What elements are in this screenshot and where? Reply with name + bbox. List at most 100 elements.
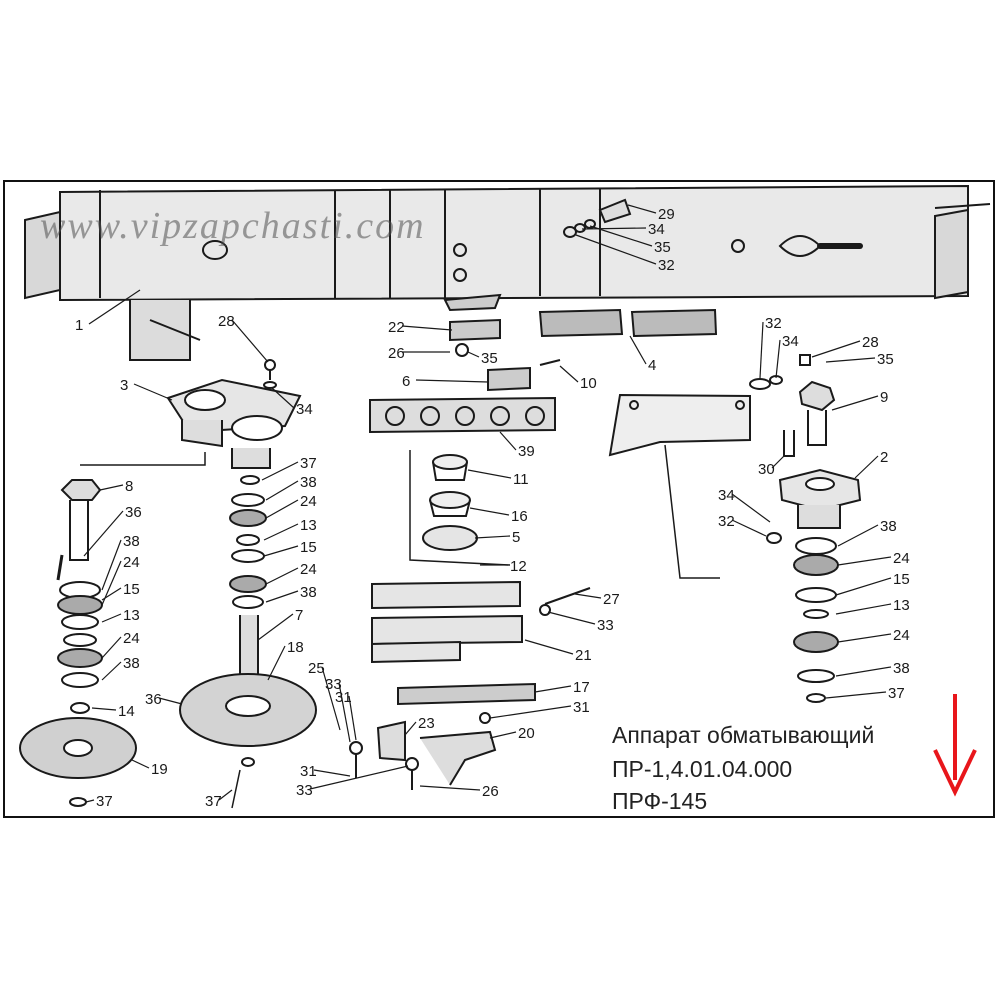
- callout-c38f: 38: [835, 660, 910, 677]
- leader-line: [629, 335, 647, 365]
- callout-number: 21: [575, 647, 592, 664]
- leader-line: [231, 319, 269, 363]
- callout-c29: 29: [627, 204, 675, 223]
- callout-c14: 14: [91, 703, 135, 720]
- callout-number: 13: [123, 607, 140, 624]
- callout-c36a: 36: [83, 504, 142, 557]
- callout-c3: 3: [120, 377, 173, 401]
- callout-number: 33: [325, 676, 342, 693]
- watermark: www.vipzapchasti.com: [40, 205, 426, 247]
- leader-line: [101, 539, 122, 591]
- callout-number: 34: [296, 401, 313, 418]
- callout-c26b: 26: [419, 783, 499, 800]
- callout-number: 18: [287, 639, 304, 656]
- callout-number: 38: [300, 584, 317, 601]
- callout-number: 32: [658, 257, 675, 274]
- callout-number: 37: [300, 455, 317, 472]
- callout-c22: 22: [388, 319, 453, 336]
- leader-line: [489, 731, 517, 739]
- callout-number: 26: [482, 783, 499, 800]
- callout-c32a: 32: [759, 315, 782, 379]
- callout-number: 16: [511, 508, 528, 525]
- callout-number: 19: [151, 761, 168, 778]
- callout-c32c: 32: [718, 513, 767, 537]
- left-housing: [80, 378, 302, 469]
- callout-number: 5: [512, 529, 520, 546]
- callout-number: 34: [782, 333, 799, 350]
- leader-line: [581, 227, 647, 230]
- callout-c15c: 15: [835, 571, 910, 596]
- callout-c13b: 13: [263, 517, 317, 541]
- callout-c35c: 35: [825, 351, 894, 368]
- leader-line: [131, 759, 150, 769]
- leader-line: [133, 383, 173, 401]
- leader-line: [101, 636, 122, 659]
- leader-line: [589, 225, 653, 247]
- callout-number: 27: [603, 591, 620, 608]
- left-bearing-stack: [19, 479, 137, 807]
- callout-c24e: 24: [837, 550, 910, 567]
- leader-line: [261, 461, 299, 481]
- diagram-frame: [3, 180, 995, 818]
- callout-number: 9: [880, 389, 888, 406]
- upper-hardware: [563, 198, 632, 238]
- callout-c34b: 34: [581, 221, 665, 238]
- callout-number: 34: [718, 487, 735, 504]
- callout-number: 24: [300, 561, 317, 578]
- callout-number: 28: [862, 334, 879, 351]
- leader-line: [835, 666, 892, 677]
- callout-number: 24: [893, 550, 910, 567]
- callout-number: 33: [597, 617, 614, 634]
- leader-line: [575, 234, 657, 265]
- callout-number: 23: [418, 715, 435, 732]
- callout-number: 13: [893, 597, 910, 614]
- leader-line: [731, 493, 771, 523]
- callout-number: 13: [300, 517, 317, 534]
- callout-c1: 1: [75, 289, 141, 334]
- callout-number: 34: [648, 221, 665, 238]
- leader-line: [101, 661, 122, 681]
- bars: [371, 580, 591, 706]
- callout-c38a: 38: [101, 533, 140, 591]
- callout-c24a: 24: [101, 554, 140, 606]
- leader-line: [489, 705, 572, 719]
- brackets: [376, 720, 497, 786]
- leader-line: [627, 204, 657, 214]
- callout-c4: 4: [629, 335, 656, 374]
- callout-number: 35: [481, 350, 498, 367]
- callout-c13c: 13: [835, 597, 910, 615]
- callout-c33c: 33: [547, 611, 614, 634]
- caption-model: ПРФ-145: [612, 788, 708, 814]
- callout-number: 20: [518, 725, 535, 742]
- callout-number: 11: [513, 471, 529, 488]
- leader-line: [825, 691, 887, 699]
- leader-line: [467, 351, 480, 358]
- callout-c36b: 36: [145, 691, 183, 708]
- callout-c37c: 37: [205, 789, 233, 810]
- callout-c26a: 26: [388, 345, 450, 362]
- callout-number: 24: [300, 493, 317, 510]
- leader-line: [83, 510, 124, 557]
- callout-number: 38: [893, 660, 910, 677]
- leader-line: [574, 593, 602, 599]
- leader-line: [534, 685, 572, 693]
- callout-number: 12: [510, 558, 527, 575]
- callout-number: 29: [658, 206, 675, 223]
- callout-c6: 6: [402, 373, 489, 390]
- center-bearing-stack: [179, 475, 317, 809]
- callout-number: 24: [123, 630, 140, 647]
- leader-line: [467, 469, 512, 479]
- callout-c24f: 24: [837, 627, 910, 644]
- leader-line: [415, 379, 489, 383]
- leader-line: [265, 480, 299, 501]
- leader-line: [85, 799, 95, 803]
- callout-number: 2: [880, 449, 888, 466]
- callout-number: 22: [388, 319, 405, 336]
- callout-number: 7: [295, 607, 303, 624]
- callout-c21: 21: [524, 639, 592, 664]
- callout-c28a: 28: [218, 313, 269, 363]
- callout-number: 24: [123, 554, 140, 571]
- leader-line: [759, 321, 764, 379]
